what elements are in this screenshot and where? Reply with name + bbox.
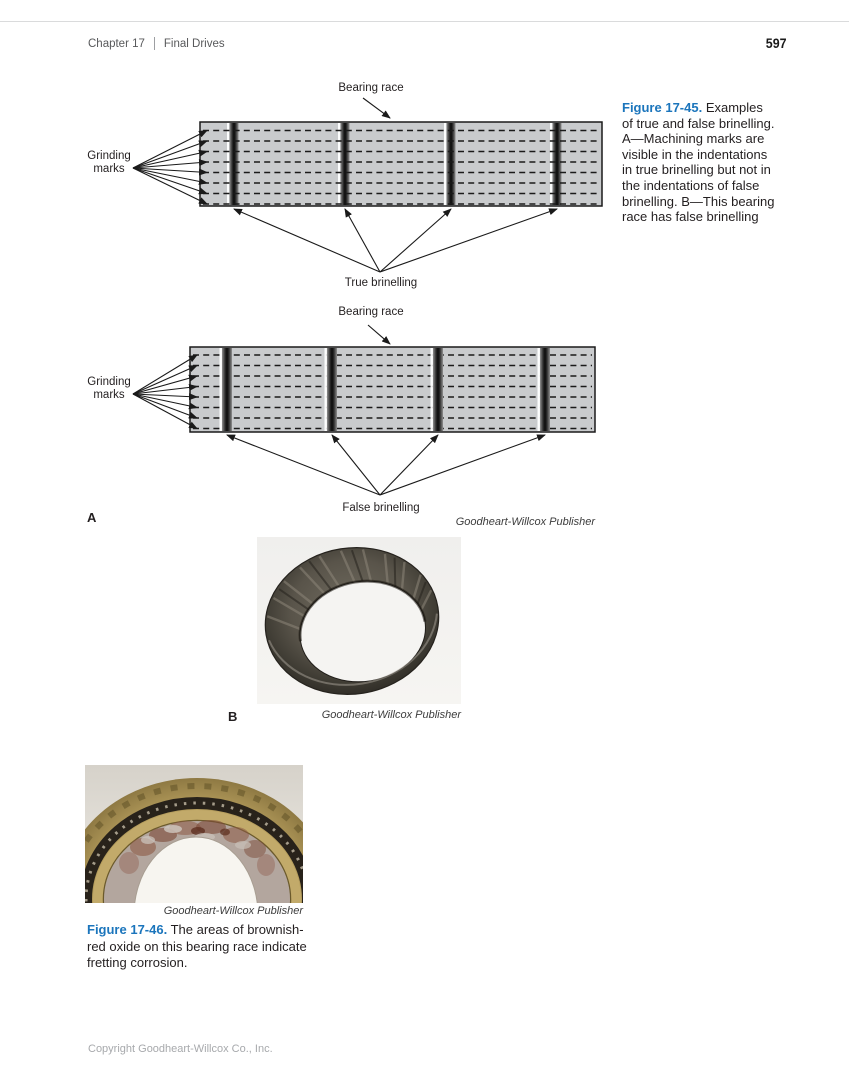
false-diagram-bearing-race-label: Bearing race xyxy=(338,306,404,318)
page-number: 597 xyxy=(766,36,787,51)
grinding-marks-arrows xyxy=(132,130,208,205)
figure-46-caption-text: The areas of brownish- red oxide on this… xyxy=(87,922,307,970)
bearing-race-pointer-arrow xyxy=(367,324,391,345)
oxide-patches xyxy=(119,820,275,876)
header-section-title: Final Drives xyxy=(163,37,225,50)
true-brinelling-label: True brinelling xyxy=(344,277,418,289)
figure-46-caption: Figure 17-46. The areas of brownish- red… xyxy=(87,922,331,972)
bearing-race-photo-art xyxy=(257,537,461,704)
grinding-marks-arrows xyxy=(132,354,198,429)
figure-46-caption-label: Figure 17-46. xyxy=(87,922,168,937)
false-indentation-bars xyxy=(219,348,550,431)
figure-45-caption: Figure 17-45. Examples of true and false… xyxy=(622,100,794,225)
diagram-credit: Goodheart-Willcox Publisher xyxy=(455,516,595,528)
bearing-race-rect xyxy=(199,121,603,207)
fretting-corrosion-photo-art xyxy=(85,765,303,903)
bearing-race-rect xyxy=(189,346,596,433)
bearing-race-pointer-arrow xyxy=(362,97,391,119)
true-diagram-grinding-marks-label: Grinding marks xyxy=(82,150,136,176)
grinding-label-line2: marks xyxy=(93,162,125,175)
false-brinelling-photo xyxy=(257,537,461,704)
grinding-label-line1: Grinding xyxy=(87,376,131,388)
header-chapter: Chapter 17 xyxy=(88,37,145,50)
header-divider xyxy=(153,37,155,50)
true-diagram-bearing-race-label: Bearing race xyxy=(338,82,404,94)
grinding-marks-lines xyxy=(203,129,599,205)
header-rule xyxy=(0,21,849,22)
false-brinelling-diagram xyxy=(132,324,596,496)
fretting-corrosion-photo xyxy=(85,765,303,903)
grinding-label-line2: marks xyxy=(93,388,125,401)
true-brinelling-pointer-arrows xyxy=(233,208,558,273)
bearing-race-ring xyxy=(264,547,440,695)
tapered-bearing xyxy=(85,778,303,903)
false-brinelling-label: False brinelling xyxy=(342,502,420,514)
false-diagram-grinding-marks-label: Grinding marks xyxy=(82,376,136,402)
figure-45-caption-label: Figure 17-45. xyxy=(622,100,703,115)
figure-45-caption-text: Examples of true and false brinelling. A… xyxy=(622,100,775,225)
false-brinelling-pointer-arrows xyxy=(226,434,546,496)
grinding-marks-lines xyxy=(193,354,592,430)
grinding-label-line1: Grinding xyxy=(87,150,131,162)
true-brinelling-diagram xyxy=(132,97,603,273)
copyright-line: Copyright Goodheart-Willcox Co., Inc. xyxy=(88,1043,273,1055)
figure-46-credit: Goodheart-Willcox Publisher xyxy=(163,905,303,917)
photo-b-credit: Goodheart-Willcox Publisher xyxy=(321,709,461,721)
panel-a-label: A xyxy=(87,510,97,525)
panel-b-label: B xyxy=(228,709,238,724)
running-header: Chapter 17 Final Drives xyxy=(88,37,225,50)
true-indentation-bars xyxy=(227,123,562,205)
